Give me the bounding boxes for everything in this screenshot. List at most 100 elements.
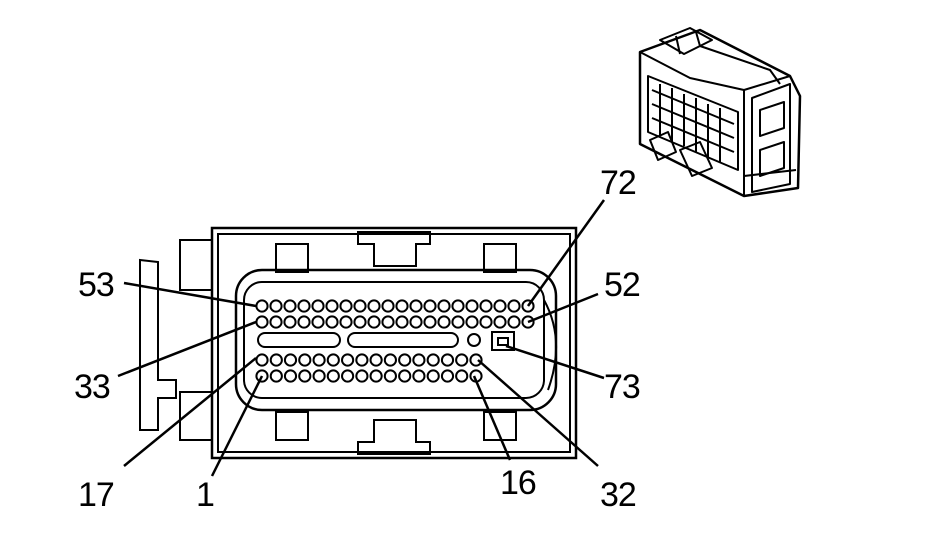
row-second-pin [297,315,311,329]
label-pin-73: 73 [604,368,640,406]
row-top-pin [297,299,311,313]
row-second-pin [521,315,535,329]
row-second-pin [423,315,437,329]
label-pin-17: 17 [78,476,114,514]
row-bottom-pin [255,369,269,383]
row-second-pin [283,315,297,329]
label-pin-33: 33 [74,368,110,406]
row-bottom-pin [412,369,426,383]
row-third-pin [440,353,455,367]
row-third-pin [312,353,326,367]
leader-52 [527,292,599,324]
row-top-pin [437,299,451,313]
row-third-pin [298,353,312,367]
row-top-pin [339,299,353,313]
connector-face [139,226,578,460]
row-second-pin [507,315,521,329]
row-second-pin [437,315,451,329]
row-second-pin [409,315,423,329]
rail-bar-right [347,332,459,348]
row-second-pin [339,315,353,329]
row-top-pin [409,299,423,313]
label-pin-53: 53 [78,266,114,304]
row-third-pin [426,353,440,367]
row-bottom-pin [398,369,412,383]
row-bottom-pin [326,369,340,383]
row-second-pin [395,315,409,329]
row-bottom-pin [298,369,312,383]
row-bottom-pin [269,369,283,383]
pin-rail-bars [257,331,515,351]
row-second-pin [493,315,507,329]
row-third-pin [269,353,283,367]
row-bottom-pin [312,369,326,383]
row-second-pin [451,315,465,329]
row-second-pin [367,315,381,329]
row-third-pin [383,353,397,367]
row-top-pin [451,299,465,313]
label-pin-32: 32 [600,476,636,514]
row-top-pin [269,299,283,313]
leader-17 [123,357,257,467]
row-top-pin [311,299,325,313]
leader-32 [477,359,599,467]
row-second-pin [255,315,269,329]
row-bottom-pin [426,369,440,383]
connector-3d-view [638,27,802,198]
row-top-pin [479,299,493,313]
row-second-pin [465,315,479,329]
pin-73-inner [497,337,509,346]
pin-73-terminal [491,331,515,351]
row-third-pin [469,353,483,367]
row-third-pin [398,353,412,367]
row-second-pin [381,315,395,329]
row-top-pin [395,299,409,313]
pin-73-adjacent [467,333,481,347]
row-second-pin [325,315,339,329]
row-top-pin [367,299,381,313]
leader-33 [117,320,257,378]
row-bottom-pin [383,369,397,383]
pin-array [255,299,535,383]
row-top-pin [283,299,297,313]
row-top-pin [255,299,269,313]
leader-53 [123,281,257,308]
row-third-pin [255,353,269,367]
rail-bar-left [257,332,341,348]
leader-1 [210,375,264,477]
row-top-pin [423,299,437,313]
label-pin-72: 72 [600,164,636,202]
row-second-pin [269,315,283,329]
row-top-pin [507,299,521,313]
row-bottom-pin [355,369,369,383]
row-third-pin [455,353,469,367]
row-bottom-pin [440,369,455,383]
row-second-pin [311,315,325,329]
row-top-pin [521,299,535,313]
row-top-pin [493,299,507,313]
leader-72 [526,199,606,307]
row-third-pin [341,353,355,367]
row-third-pin [326,353,340,367]
row-third-pin [412,353,426,367]
row-second-pin [479,315,493,329]
label-pin-1: 1 [196,476,214,514]
row-third-pin [283,353,298,367]
row-second-pin [353,315,367,329]
row-top-pin [353,299,367,313]
row-bottom-pin [341,369,355,383]
row-top-pin [381,299,395,313]
row-third-pin [369,353,383,367]
leader-73 [505,344,605,380]
row-bottom-pin [455,369,469,383]
row-top-pin [465,299,479,313]
row-top-pin [325,299,339,313]
leader-16 [472,375,512,461]
row-third-pin [355,353,369,367]
row-bottom-pin [283,369,298,383]
leader-lines [117,199,606,477]
label-pin-16: 16 [500,464,536,502]
label-pin-52: 52 [604,266,640,304]
row-bottom-pin [369,369,383,383]
